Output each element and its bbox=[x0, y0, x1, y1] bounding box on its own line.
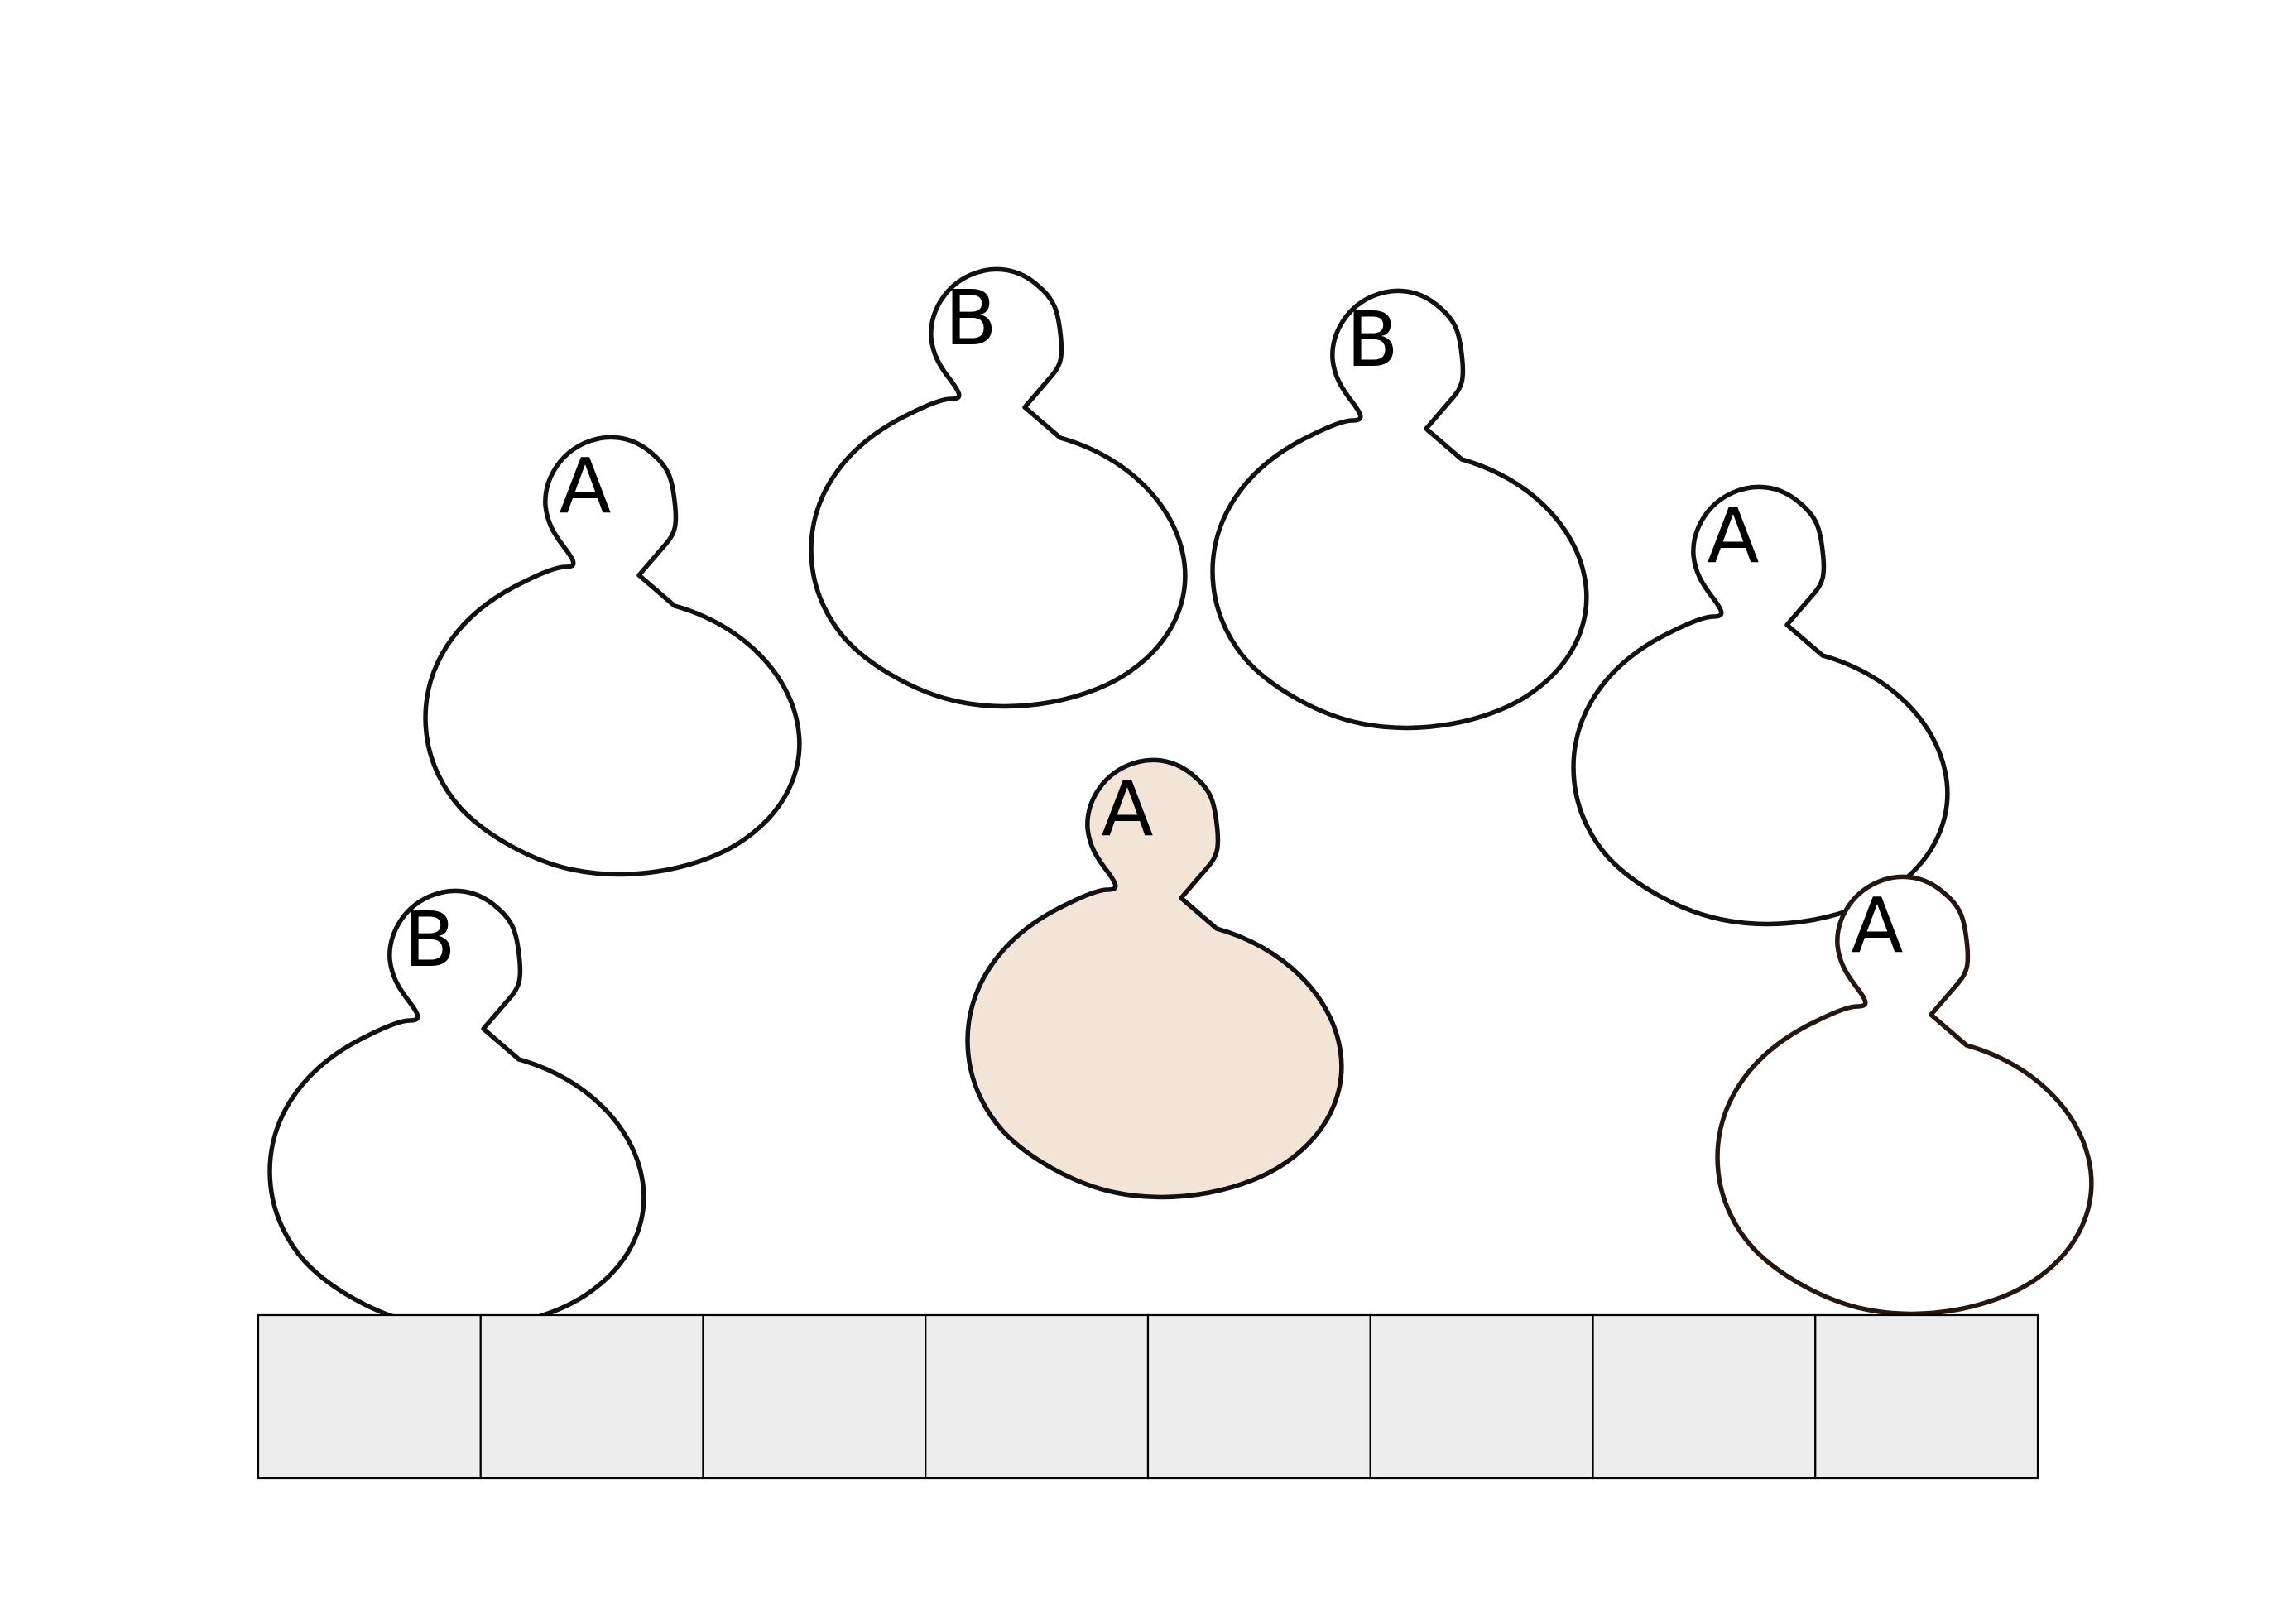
figure-token-2-body bbox=[811, 269, 1185, 706]
answer-slot-3-box bbox=[702, 1313, 927, 1480]
answer-slot-7[interactable] bbox=[1592, 1313, 1817, 1480]
figure-token-7-label: A bbox=[1852, 881, 1904, 970]
figure-token-4[interactable]: A bbox=[1573, 487, 1948, 924]
answer-slot-6[interactable] bbox=[1369, 1313, 1594, 1480]
answer-slot-1[interactable] bbox=[257, 1313, 482, 1480]
figure-token-6[interactable]: A bbox=[968, 760, 1342, 1197]
figure-token-5-label: B bbox=[403, 896, 455, 984]
figure-token-3-label: B bbox=[1346, 295, 1398, 384]
figure-token-5-body bbox=[270, 891, 644, 1328]
answer-slot-2[interactable] bbox=[479, 1313, 704, 1480]
figure-token-1[interactable]: A bbox=[425, 437, 800, 874]
answer-slot-4[interactable] bbox=[925, 1313, 1150, 1480]
answer-slot-2-box bbox=[479, 1313, 704, 1480]
figure-token-1-label: A bbox=[560, 442, 612, 531]
figure-token-7[interactable]: A bbox=[1717, 876, 2092, 1313]
figure-token-2-label: B bbox=[944, 274, 997, 363]
figure-token-6-label: A bbox=[1102, 765, 1154, 853]
figure-token-3[interactable]: B bbox=[1213, 291, 1587, 727]
answer-slot-3[interactable] bbox=[702, 1313, 927, 1480]
figure-token-1-body bbox=[425, 437, 800, 874]
figure-token-4-label: A bbox=[1708, 492, 1760, 580]
figure-token-6-body bbox=[968, 760, 1342, 1197]
figure-token-2[interactable]: B bbox=[811, 269, 1185, 706]
answer-slot-6-box bbox=[1369, 1313, 1594, 1480]
figures-layer: A B B A B A A bbox=[270, 269, 2092, 1328]
answer-slot-5-box bbox=[1146, 1313, 1371, 1480]
figure-token-5[interactable]: B bbox=[270, 891, 644, 1328]
answer-slot-8-box bbox=[1814, 1313, 2039, 1480]
figure-token-3-body bbox=[1213, 291, 1587, 727]
answer-slot-1-box bbox=[257, 1313, 482, 1480]
answer-slot-4-box bbox=[925, 1313, 1150, 1480]
figure-token-4-body bbox=[1573, 487, 1948, 924]
answer-slot-5[interactable] bbox=[1146, 1313, 1371, 1480]
answer-slot-7-box bbox=[1592, 1313, 1817, 1480]
figure-token-7-body bbox=[1717, 876, 2092, 1313]
answer-slot-row bbox=[257, 1313, 2039, 1480]
answer-slot-8[interactable] bbox=[1814, 1313, 2039, 1480]
